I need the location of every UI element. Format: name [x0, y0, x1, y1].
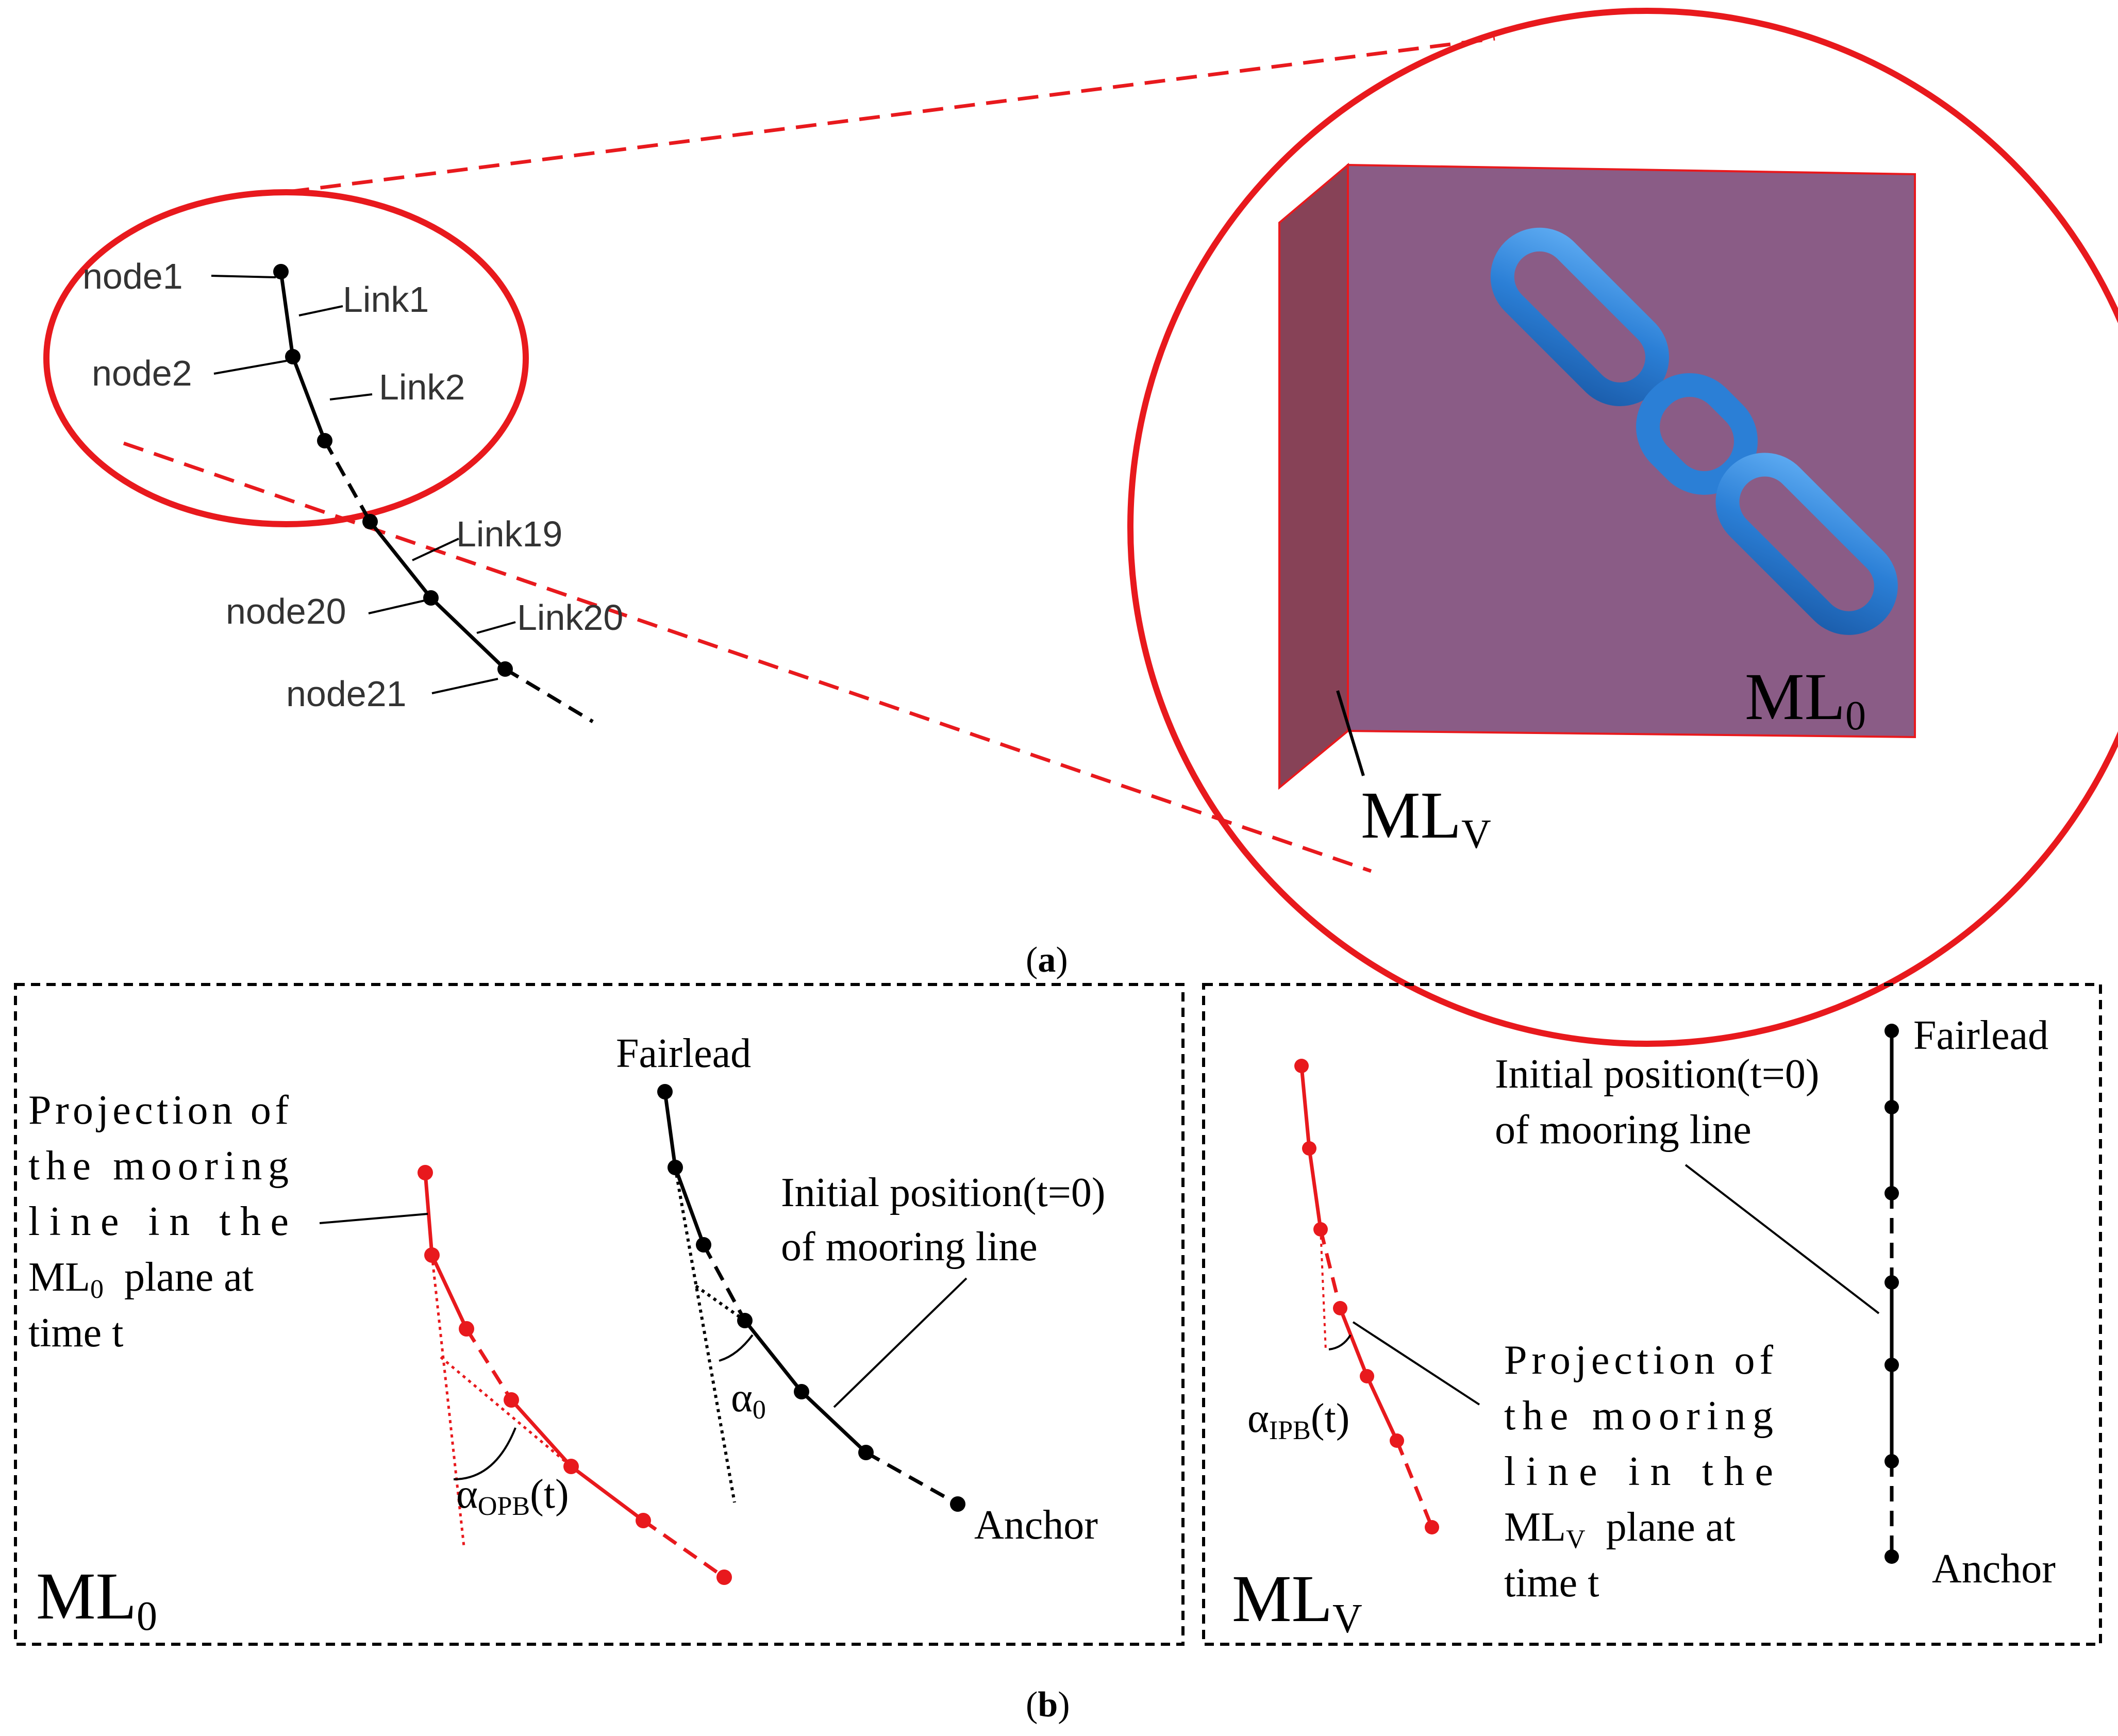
- mooring-line-discretized: [279, 271, 594, 724]
- link1-label: Link1: [343, 279, 429, 320]
- fairlead-label-right: Fairlead: [1913, 1013, 2048, 1058]
- initial-mooring-line: [663, 1091, 959, 1506]
- initial-leader-left: [833, 1277, 968, 1408]
- projection-label-left-2: the mooring: [28, 1143, 289, 1189]
- projection-label-left-3: line in the: [28, 1199, 289, 1244]
- projected-mooring-line-ml0: [423, 1172, 726, 1579]
- alpha-ipb-arc: [1328, 1334, 1352, 1350]
- panel-b-right-frame: [1202, 983, 2102, 1646]
- projection-leader-right: [1352, 1321, 1480, 1406]
- node20-label: node20: [226, 591, 346, 631]
- zoom-circle: [1127, 8, 2118, 1047]
- caption-b: (b): [1026, 1685, 1070, 1725]
- anchor-label-left: Anchor: [974, 1503, 1098, 1548]
- link2-label: Link2: [379, 367, 465, 407]
- projected-mooring-line-mlv: [1299, 1065, 1434, 1528]
- highlight-ellipse: [43, 189, 529, 527]
- anchor-label-right: Anchor: [1932, 1546, 2056, 1592]
- caption-a: (a): [1026, 940, 1068, 980]
- projection-label-right-3: line in the: [1504, 1449, 1773, 1494]
- panel-b-left-frame: [14, 983, 1185, 1646]
- alpha0-label: α0: [731, 1375, 766, 1425]
- projection-leader-left: [319, 1213, 428, 1224]
- panel-b-left: Fairlead Anchor Initial position(t=0) of…: [14, 983, 1185, 1646]
- initial-label-right-line2: of mooring line: [1495, 1107, 1752, 1153]
- node1-label: node1: [82, 256, 183, 296]
- alpha-opb-label: αOPB(t): [456, 1472, 569, 1521]
- plane-mlv-corner-label: MLV: [1232, 1562, 1362, 1642]
- alpha0-arc: [719, 1334, 754, 1362]
- projection-label-right-1: Projection of: [1504, 1338, 1773, 1383]
- plane-ml0-corner-label: ML0: [36, 1559, 157, 1639]
- chain-link-icon: [1490, 227, 1898, 635]
- projected-line-aux: [430, 1255, 572, 1547]
- panel-a: node1 Link1 node2 Link2 Link19 node20 Li…: [43, 8, 2118, 1047]
- plane-mlv-leader: [1336, 690, 1365, 776]
- link19-label: Link19: [456, 514, 562, 554]
- projection-label-left-6: time t: [28, 1310, 123, 1356]
- alpha-opb-arc: [453, 1427, 516, 1480]
- initial-label-right-line1: Initial position(t=0): [1495, 1051, 1820, 1097]
- projection-label-left-1: Projection of: [28, 1088, 289, 1133]
- projection-label-right-2: the mooring: [1504, 1393, 1773, 1439]
- plane-ml0-label: ML0: [1745, 660, 1866, 739]
- initial-label-left-line1: Initial position(t=0): [781, 1170, 1106, 1215]
- fairlead-label-left: Fairlead: [616, 1031, 751, 1076]
- node21-label: node21: [286, 674, 407, 714]
- projected-line-nodes: [418, 1165, 732, 1585]
- projection-label-right-6: time t: [1504, 1560, 1599, 1606]
- projected-line-vertical-aux: [1320, 1229, 1327, 1351]
- zoom-connector-top: [288, 37, 1495, 194]
- initial-line-aux: [674, 1167, 746, 1503]
- label-leaders: [211, 275, 516, 694]
- projected-line-vertical-nodes: [1294, 1059, 1439, 1534]
- initial-label-left-line2: of mooring line: [781, 1224, 1038, 1270]
- initial-leader-right: [1685, 1164, 1880, 1314]
- initial-line-vertical-nodes: [1884, 1024, 1899, 1564]
- panel-b-right: Fairlead Anchor Initial position(t=0) of…: [1202, 983, 2102, 1646]
- plane-mlv-label: MLV: [1361, 778, 1491, 857]
- plane-ml0: [1347, 163, 1916, 739]
- initial-line-nodes: [657, 1084, 965, 1512]
- link20-label: Link20: [517, 597, 623, 638]
- mooring-nodes: [273, 264, 513, 677]
- node2-label: node2: [92, 353, 192, 393]
- alpha-ipb-label: αIPB(t): [1247, 1396, 1349, 1445]
- zoom-connector-bottom: [123, 441, 1372, 873]
